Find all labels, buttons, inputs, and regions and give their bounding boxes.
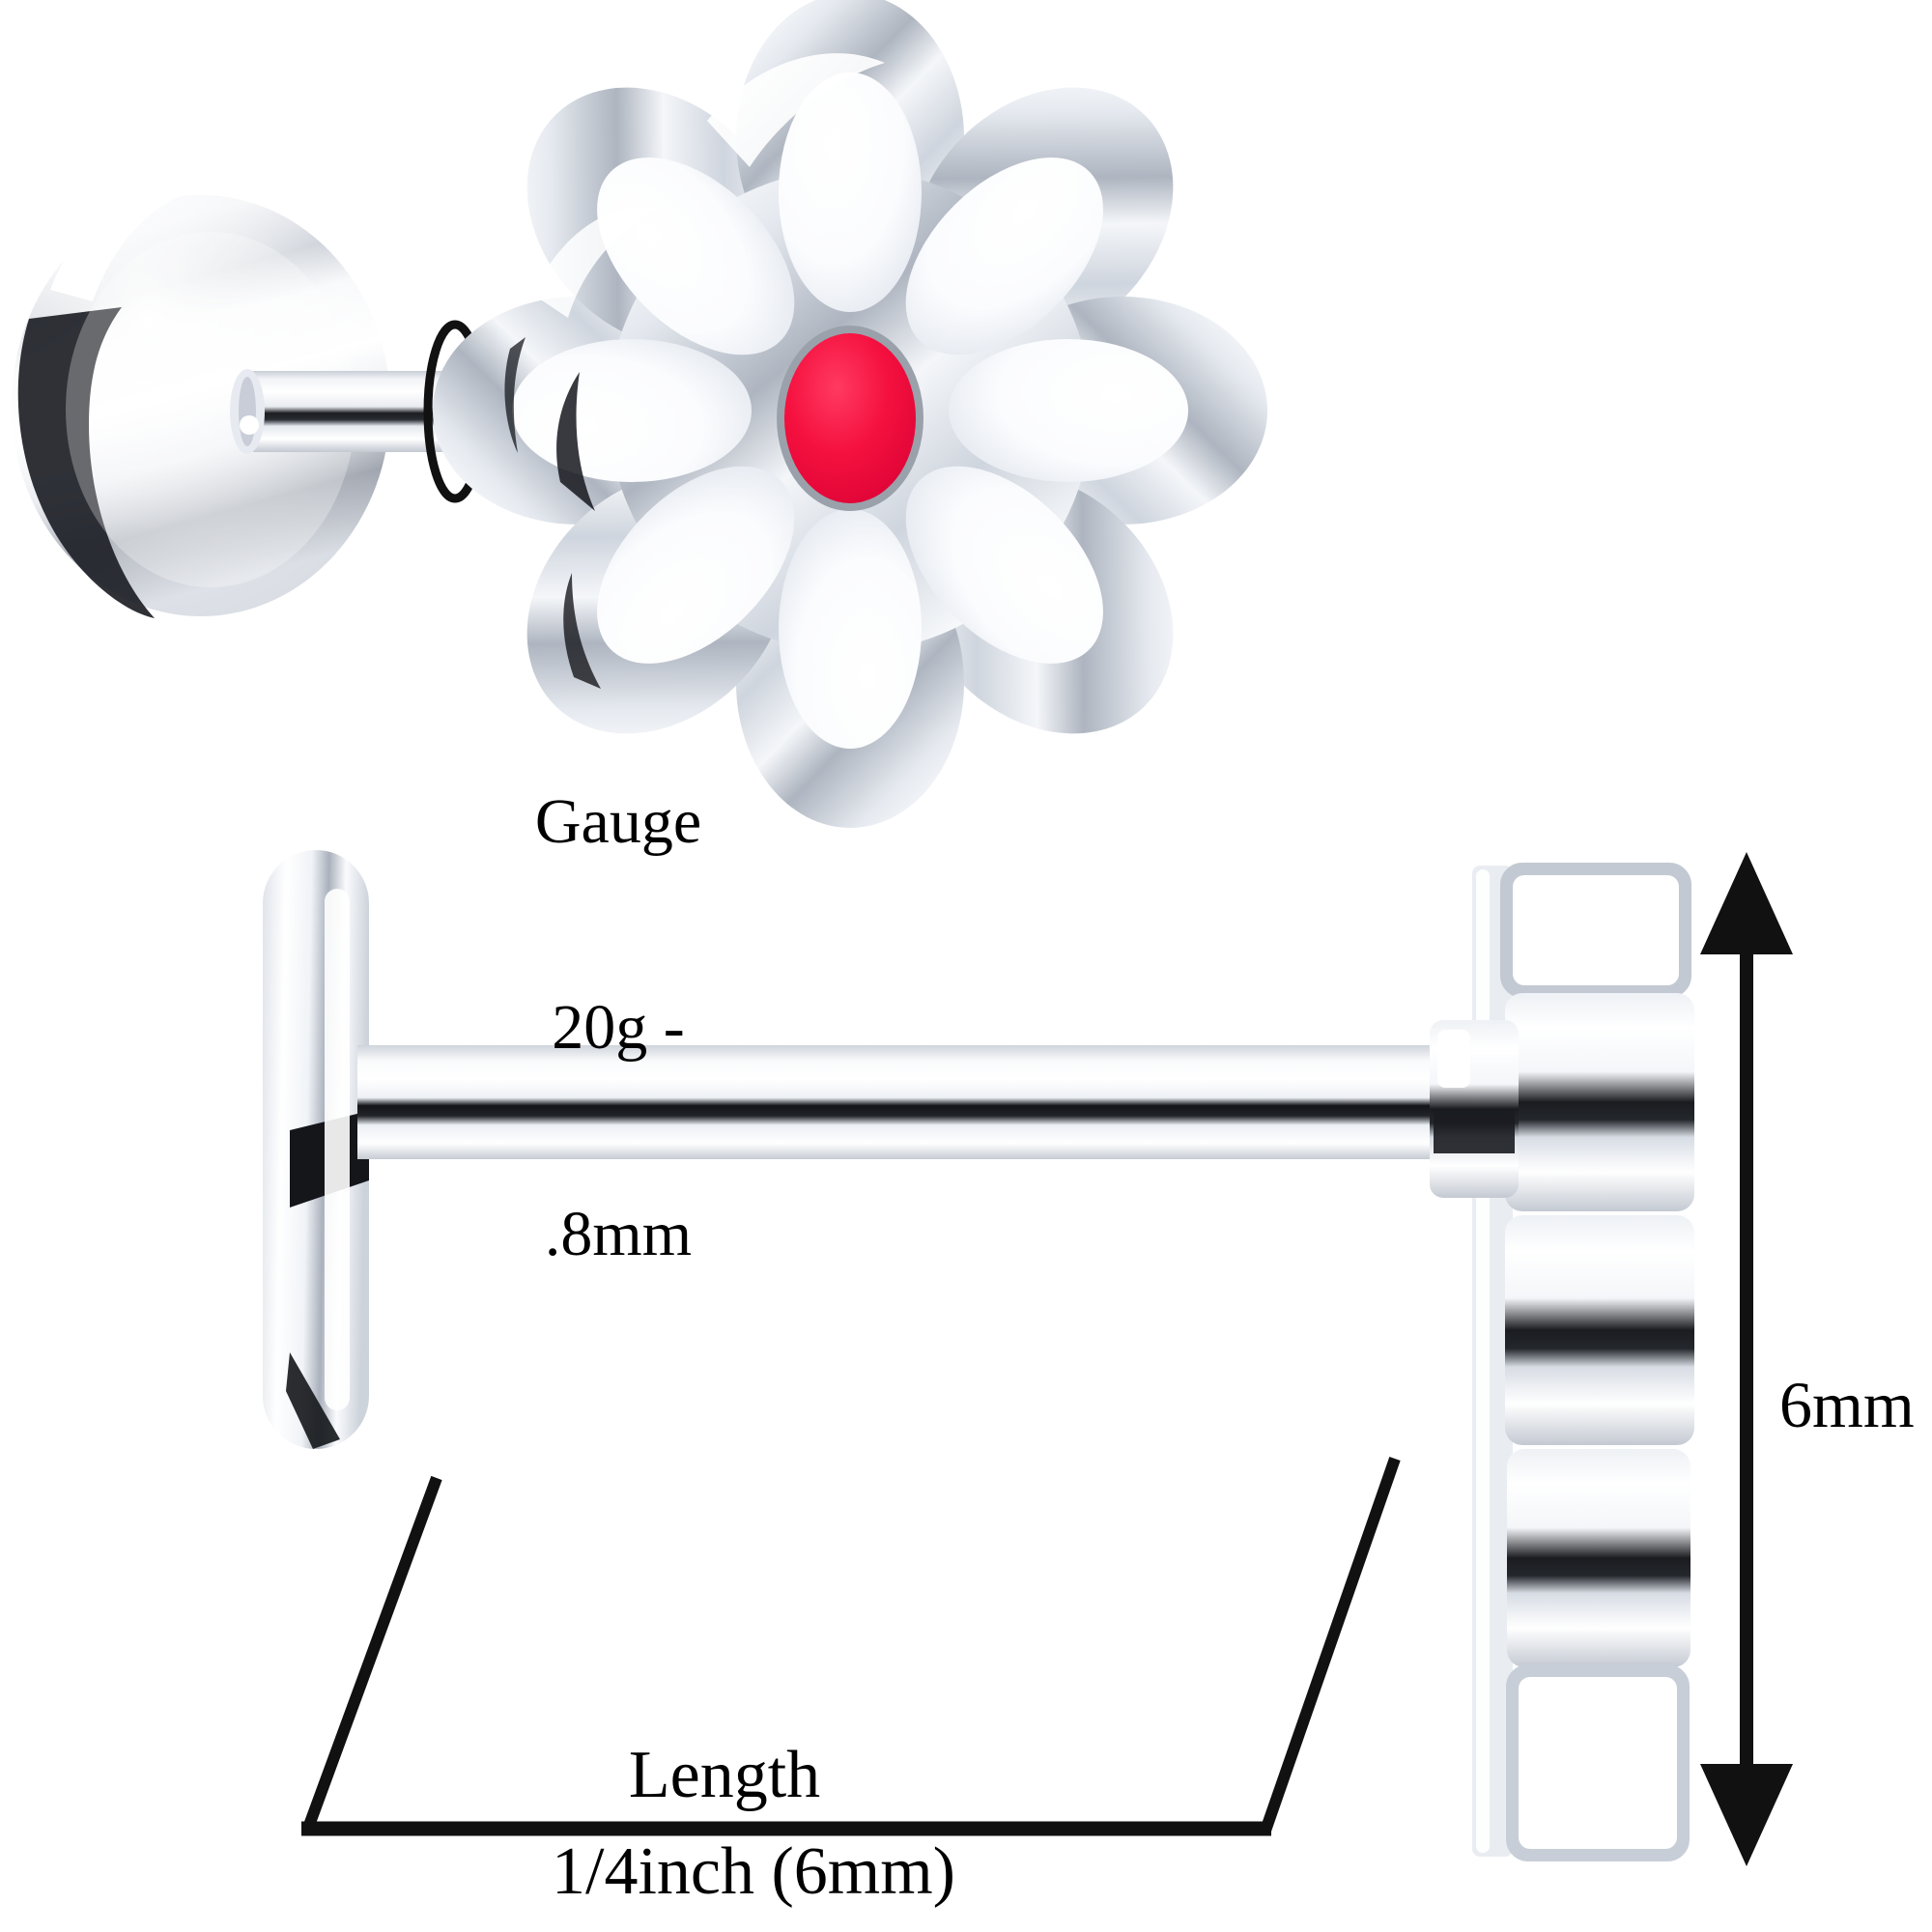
flower-highlight-top: [707, 53, 885, 167]
flower-petal-block-3: [1505, 1215, 1694, 1445]
post-base-collar-inner: [239, 377, 256, 446]
flower-hub: [1430, 1020, 1519, 1198]
length-leader-right: [1260, 1457, 1401, 1833]
disc-shadow-crescent: [17, 307, 155, 618]
flower-enamel-petal: [779, 72, 922, 312]
flower-enamel-petal: [779, 509, 922, 749]
disc-rim-highlight: [50, 187, 201, 301]
length-annotation-title: Length: [628, 1738, 821, 1812]
flower-enamel-petal: [512, 339, 752, 482]
flower-petal-block-4: [1507, 1449, 1690, 1667]
flower-shadow-far-left: [504, 337, 526, 453]
flower-highlight-upper-left: [533, 206, 661, 318]
post-shaft-side: [357, 1045, 1468, 1159]
flower-enamel-petal: [949, 339, 1188, 482]
flower-center-red-enamel: [784, 333, 916, 503]
flower-shadow-lower-left: [563, 573, 601, 689]
barbell-post-side-view: [357, 1045, 1468, 1159]
gauge-annotation-line-3: .8mm: [544, 1199, 693, 1270]
flower-enamel-petal: [905, 466, 1103, 664]
height-annotation: 6mm: [1779, 1368, 1915, 1441]
length-leader-left: [301, 1475, 442, 1833]
disc-edge-reflection-b: [290, 1130, 307, 1208]
disc-edge-reflection-c: [286, 1352, 340, 1449]
length-dimension-lines: [301, 1457, 1401, 1836]
flower-petal-block-2: [1505, 993, 1694, 1211]
flat-back-disc-top-view: [12, 187, 390, 618]
gauge-annotation-line-1: Gauge: [534, 785, 702, 857]
disc-inner-face: [66, 232, 355, 587]
daisy-flower-top-view: [433, 0, 1267, 828]
flower-shadow-left: [556, 372, 595, 511]
flower-petal-block-5: [1506, 1664, 1690, 1861]
gauge-annotation-line-2: 20g -: [552, 992, 685, 1064]
post-base-glint: [240, 415, 259, 435]
disc-edge-highlight: [325, 889, 350, 1410]
flower-enamel-petal: [597, 466, 795, 664]
flower-back-plate-highlight: [1476, 869, 1490, 1853]
length-annotation-value: 1/4inch (6mm): [552, 1834, 955, 1909]
flat-back-disc-side-view: [263, 850, 369, 1449]
gauge-annotation: Gauge 20g - .8mm: [502, 649, 734, 1406]
flower-petal-block-1: [1500, 863, 1691, 998]
height-dimension-arrow: [1700, 852, 1793, 1866]
daisy-flower-side-view: [1430, 863, 1694, 1861]
flower-enamel-petal: [905, 157, 1103, 355]
flat-back-disc-highlight: [12, 195, 390, 616]
